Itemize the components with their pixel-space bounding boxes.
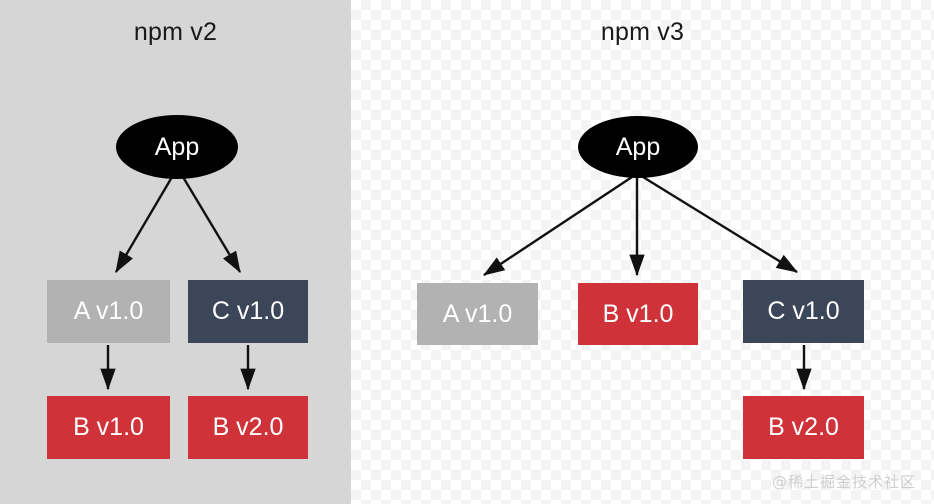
node-v2-b-v1[interactable]: B v1.0 bbox=[47, 396, 170, 459]
node-v3-app[interactable]: App bbox=[578, 116, 698, 178]
node-v3-b-v2[interactable]: B v2.0 bbox=[743, 396, 864, 459]
panel-title-npm-v3: npm v3 bbox=[600, 18, 685, 46]
node-label: C v1.0 bbox=[767, 297, 840, 325]
node-label: B v1.0 bbox=[602, 299, 674, 328]
node-label: A v1.0 bbox=[442, 299, 513, 328]
node-v2-a-v1[interactable]: A v1.0 bbox=[47, 280, 170, 343]
node-label: B v1.0 bbox=[73, 413, 144, 441]
node-label: App bbox=[154, 132, 200, 161]
node-label: B v2.0 bbox=[768, 413, 839, 441]
node-label: B v2.0 bbox=[212, 413, 284, 441]
node-v2-app[interactable]: App bbox=[116, 115, 238, 179]
node-label: App bbox=[615, 132, 661, 161]
node-label: C v1.0 bbox=[211, 297, 285, 325]
panel-title-npm-v2: npm v2 bbox=[133, 18, 218, 46]
node-v3-a-v1[interactable]: A v1.0 bbox=[417, 283, 538, 345]
node-v3-b-v1[interactable]: B v1.0 bbox=[578, 283, 698, 345]
node-v2-b-v2[interactable]: B v2.0 bbox=[188, 396, 308, 459]
node-label: A v1.0 bbox=[73, 297, 144, 325]
watermark-text: @稀土掘金技术社区 bbox=[771, 473, 916, 491]
node-v3-c-v1[interactable]: C v1.0 bbox=[743, 280, 864, 343]
node-v2-c-v1[interactable]: C v1.0 bbox=[188, 280, 308, 343]
